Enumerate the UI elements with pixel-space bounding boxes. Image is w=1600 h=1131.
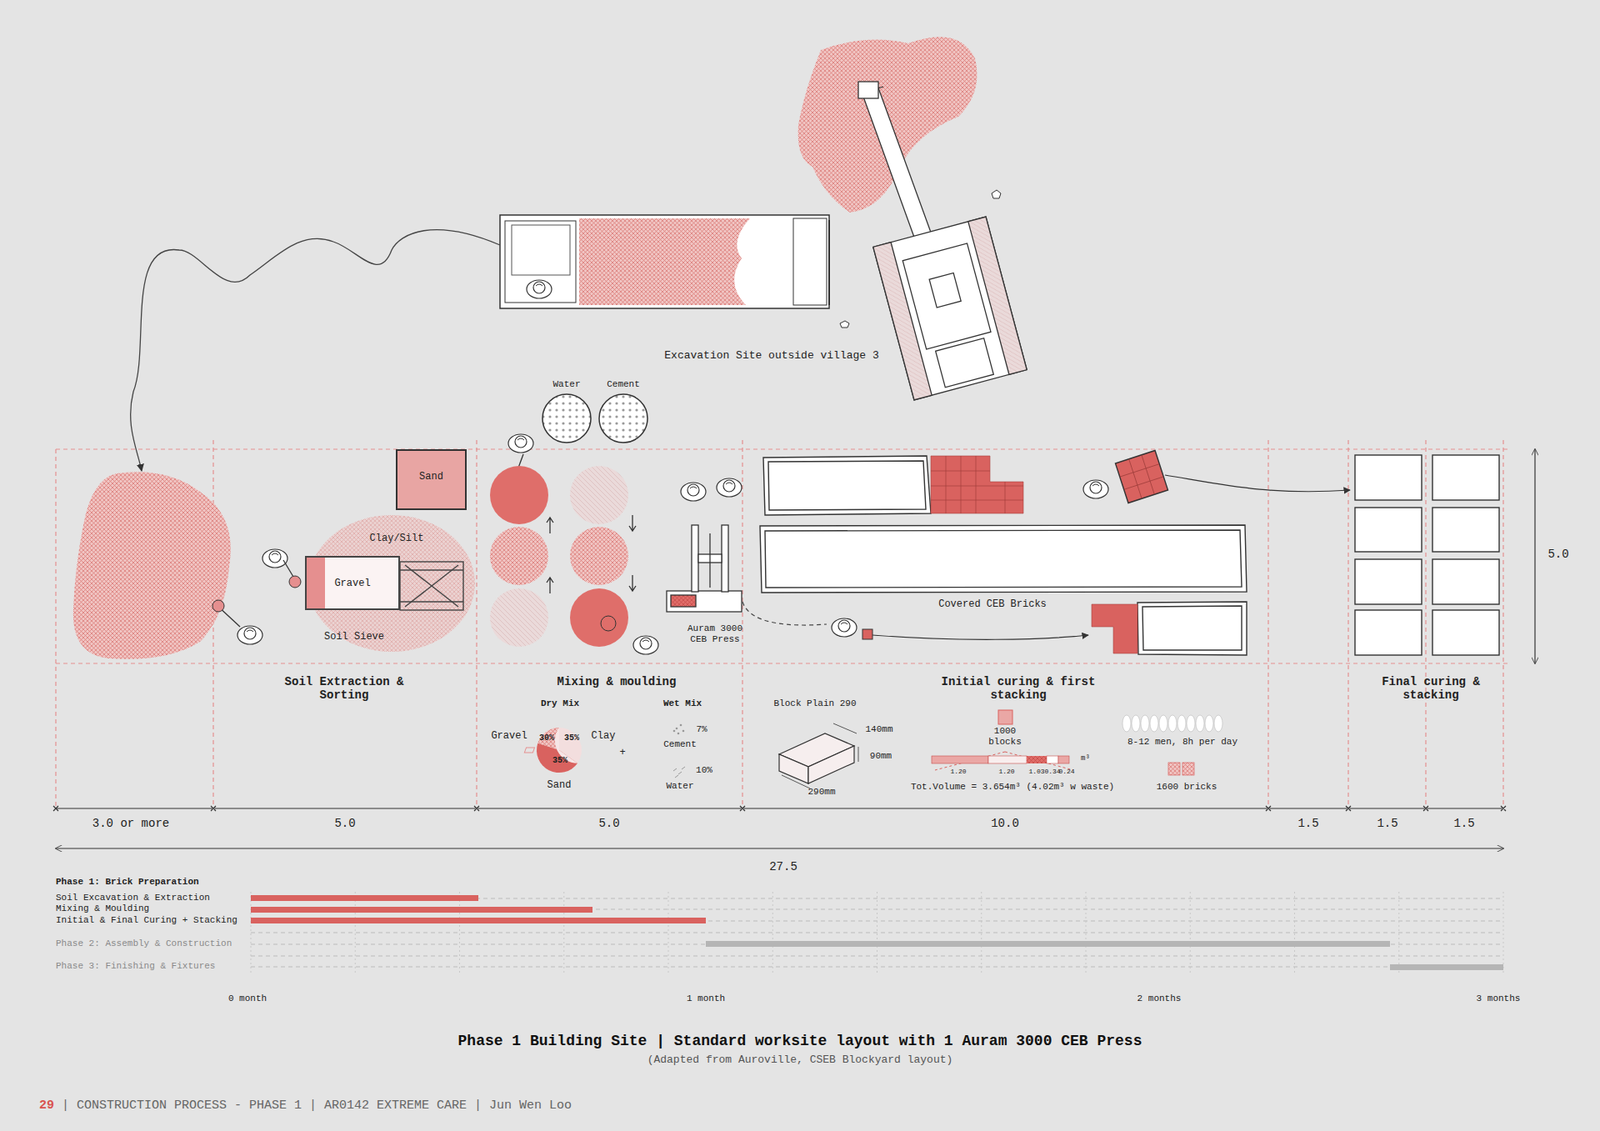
pie-label: Clay [591, 730, 616, 743]
section-heading: Initial curing & first stacking [910, 675, 1127, 702]
volume-note: Tot.Volume = 3.654m³ (4.02m³ w waste) [910, 781, 1115, 793]
block-count: 1000 blocks [984, 725, 1026, 747]
gantt-row: Initial & Final Curing + Stacking [55, 915, 238, 926]
sub-heading: Wet Mix [663, 698, 702, 710]
gantt-row: Mixing & Moulding [55, 903, 150, 915]
bar-value: 0.24 [1058, 767, 1075, 775]
dimension: 3.0 or more [85, 816, 177, 830]
pie-value: 30% [539, 733, 555, 744]
bar-value: 1.20 [950, 767, 966, 775]
mix-value: 7% [695, 724, 707, 735]
node-text: Cement [606, 379, 640, 390]
pie-label: Sand [547, 780, 572, 792]
unit-label: m³ [1080, 754, 1090, 763]
dimension: 5.0 [334, 816, 355, 830]
bar-value: 1.03 [1028, 767, 1045, 775]
mix-label: Water [665, 780, 694, 792]
dimension: 1.5 [1376, 816, 1398, 830]
axis-label: 2 months [1137, 993, 1182, 1005]
gantt-row: Phase 3: Finishing & Fixtures [55, 960, 215, 972]
site-label: Excavation Site outside village 3 [664, 350, 879, 363]
pie-value: 35% [564, 733, 580, 744]
page-number: 29 [39, 1098, 55, 1113]
dimension: 1.5 [1453, 816, 1475, 830]
labour-note: 8-12 men, 8h per day [1127, 736, 1238, 748]
mix-plus: + [619, 747, 625, 760]
gantt-heading: Phase 1: Brick Preparation [55, 876, 200, 888]
water-tank: Water [537, 379, 596, 446]
pie-value: 35% [552, 755, 568, 766]
node-text: Gravel [331, 577, 373, 590]
material-label: Clay/Silt [370, 533, 425, 545]
dimension: 290mm [807, 786, 835, 798]
pie-label: Gravel [490, 730, 527, 743]
section-heading: Mixing & moulding [557, 675, 677, 689]
footer: | CONSTRUCTION PROCESS - PHASE 1 | AR014… [61, 1098, 572, 1113]
equipment-label: Soil Sieve [324, 631, 385, 644]
node-text: Sand [419, 470, 444, 483]
dimension: 27.5 [769, 860, 798, 874]
mix-value: 10% [695, 765, 713, 776]
gantt-row: Soil Excavation & Extraction [55, 892, 210, 904]
bar-value: 1.20 [998, 767, 1015, 775]
block-label: Block Plain 290 [773, 698, 856, 710]
sand-box: Sand [395, 449, 467, 510]
caption: (Adapted from Auroville, CSEB Blockyard … [647, 1054, 954, 1067]
dimension: 90mm [870, 750, 892, 762]
mix-label: Cement [663, 739, 697, 750]
axis-label: 1 month [686, 993, 725, 1005]
title: Phase 1 Building Site | Standard worksit… [458, 1032, 1143, 1050]
axis-label: 3 months [1476, 993, 1521, 1005]
material-label: Covered CEB Bricks [938, 599, 1047, 611]
gravel-sieve: Gravel [305, 555, 400, 610]
node-text: Water [552, 379, 580, 390]
equipment-label: Auram 3000 CEB Press [677, 623, 753, 645]
section-heading: Final curing & stacking [1351, 675, 1510, 702]
dimension: 1.5 [1297, 816, 1319, 830]
dimension: 5.0 [598, 816, 620, 830]
dimension: 5.0 [1547, 547, 1569, 561]
gantt-row: Phase 2: Assembly & Construction [55, 938, 232, 950]
dimension: 140mm [865, 724, 893, 735]
axis-label: 0 month [228, 993, 267, 1005]
brick-note: 1600 bricks [1156, 781, 1218, 793]
section-heading: Soil Extraction & Sorting [273, 675, 415, 702]
sub-heading: Dry Mix [540, 698, 580, 710]
bar-value: 0.34 [1044, 767, 1060, 775]
dimension: 10.0 [990, 816, 1020, 830]
cement-tank: Cement [594, 379, 653, 446]
